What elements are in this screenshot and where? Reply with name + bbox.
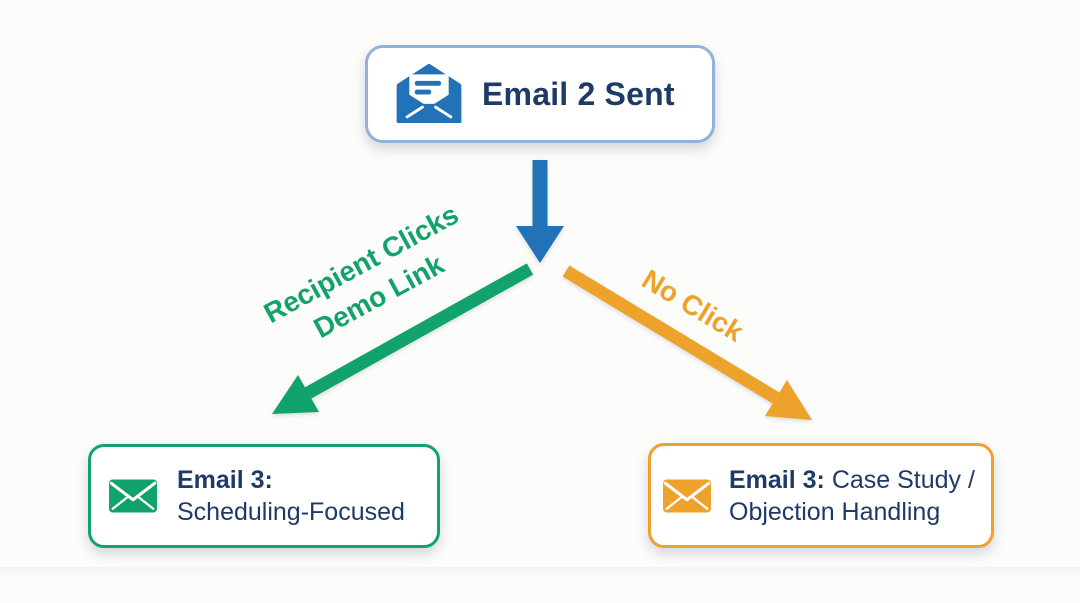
node-text-rest: Case Study / [824, 465, 975, 494]
clicked-branch-arrow [272, 263, 534, 414]
node-text: Email 3: Scheduling-Focused [177, 464, 405, 528]
node-text-bold: Email 3: [177, 466, 273, 494]
node-text-bold: Email 3: [729, 465, 825, 494]
node-text-line2: Objection Handling [729, 497, 941, 526]
node-title: Email 2 Sent [482, 75, 675, 112]
node-email-2-sent: Email 2 Sent [365, 45, 715, 143]
node-text-line2: Scheduling-Focused [177, 498, 405, 526]
open-envelope-icon [396, 63, 462, 123]
node-text-line1: Email 3: [177, 464, 405, 496]
node-text: Email 3: Case Study / Objection Handling [729, 464, 975, 528]
background-shade [0, 567, 1080, 576]
node-text-line1: Email 3: Case Study / [729, 464, 975, 496]
node-email-3-case-study: Email 3: Case Study / Objection Handling [648, 443, 994, 548]
closed-envelope-icon [109, 479, 157, 513]
down-arrow [516, 160, 564, 263]
node-email-3-scheduling: Email 3: Scheduling-Focused [88, 444, 440, 548]
closed-envelope-icon [663, 479, 711, 512]
no-click-branch-arrow [562, 265, 812, 420]
